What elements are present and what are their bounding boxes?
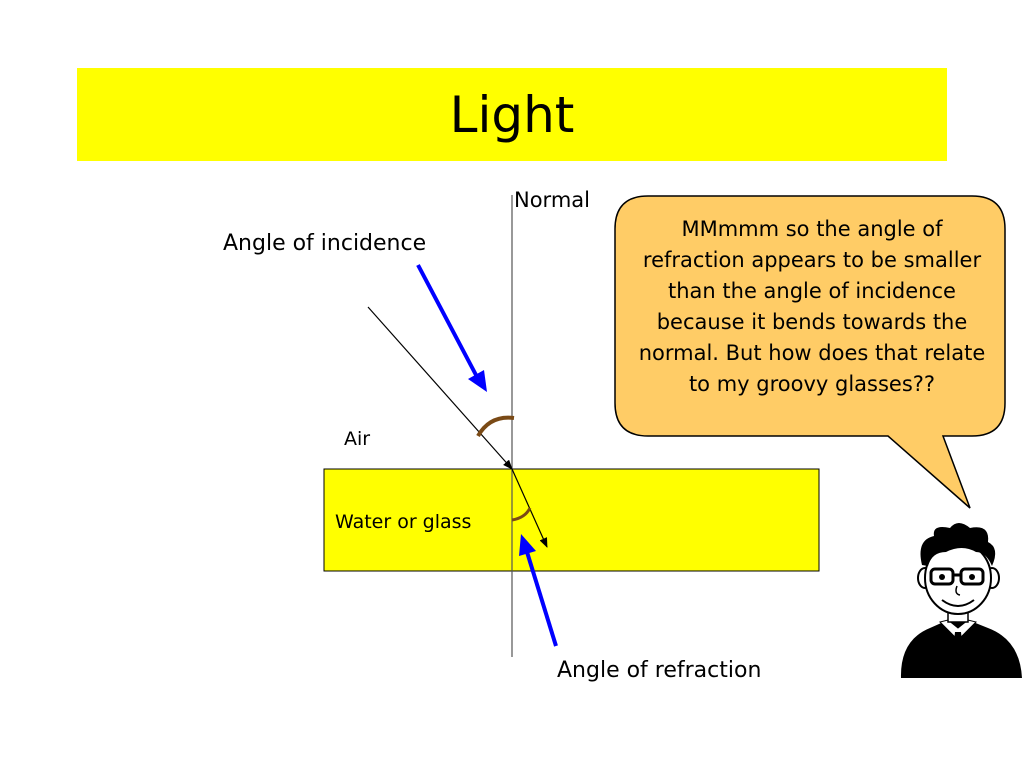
incidence-angle-arc — [476, 415, 515, 438]
refraction-pointer-arrow — [519, 534, 558, 647]
speech-bubble — [614, 195, 1006, 509]
normal-label: Normal — [514, 188, 590, 212]
air-label: Air — [344, 428, 371, 450]
slide-title: Light — [449, 85, 575, 144]
speech-bubble-text: MMmmm so the angle of refraction appears… — [638, 217, 986, 396]
cartoon-man-with-glasses-icon — [900, 523, 1022, 678]
refraction-angle-arc — [511, 507, 532, 522]
medium-label: Water or glass — [335, 511, 472, 533]
incident-ray — [367, 306, 513, 470]
angle-of-refraction-label: Angle of refraction — [557, 658, 762, 683]
angle-of-incidence-label: Angle of incidence — [223, 231, 427, 256]
incidence-pointer-arrow — [416, 264, 487, 392]
title-bar: Light — [77, 68, 947, 161]
medium-block — [323, 468, 820, 572]
